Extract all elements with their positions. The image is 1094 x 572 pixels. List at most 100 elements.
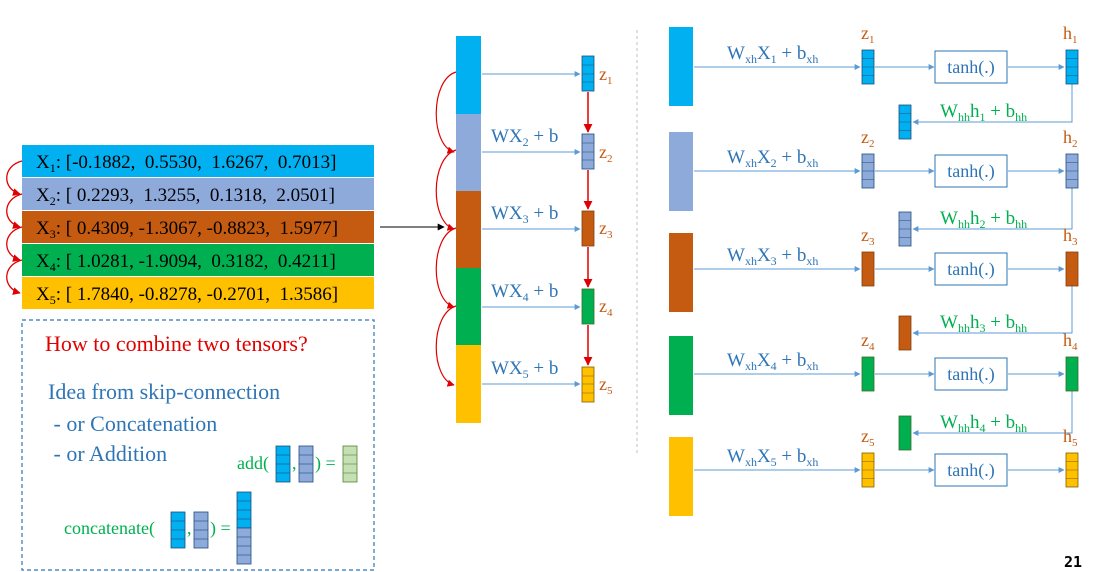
mid-block-4 — [456, 268, 481, 345]
tanh-box-4 — [934, 357, 1008, 391]
left-recurrence-arrows — [6, 160, 23, 295]
idea-text: Idea from skip-connection — [48, 379, 280, 404]
rnn-input-bar-1 — [669, 27, 693, 106]
rnn-recurrent-formula-1: Whhh1 + bhh — [940, 101, 1027, 124]
rnn-z-cell-1 — [861, 49, 875, 85]
combine-box-border — [21, 319, 375, 571]
mid-block-2 — [456, 114, 481, 191]
rnn-z-label-3: z3 — [861, 225, 875, 248]
rnn-recurrent-formula-4: Whhh4 + bhh — [940, 412, 1027, 435]
rnn-recurrent-cell-1 — [898, 104, 912, 140]
tanh-box-5 — [934, 453, 1008, 487]
mid-z1-cell — [581, 55, 595, 92]
wx5-label: WX5 + b — [491, 358, 558, 381]
rnn-z-cell-2 — [861, 153, 875, 189]
rnn-step-5: WxhX5 + bxh z5 tanh(.) h5 — [669, 426, 1078, 516]
mid-z4-cell — [581, 288, 595, 325]
row-x5 — [22, 277, 374, 309]
add-end: ) = — [315, 453, 336, 474]
middle-column: WX2 + b WX3 + b WX4 + b WX5 + b z1 z2 z3… — [435, 36, 613, 423]
rnn-recurrent-arrow-1 — [912, 84, 1073, 125]
mid-z5-label: z5 — [599, 374, 613, 397]
concat-operand-1 — [170, 511, 186, 549]
row-x5-text: X5: [ 1.7840, -0.8278, -0.2701, 1.3586] — [36, 284, 338, 307]
question-text: How to combine two tensors? — [45, 331, 308, 356]
add-operand-2 — [298, 445, 314, 483]
rnn-input-bar-2 — [669, 132, 693, 211]
rnn-h-cell-3 — [1065, 251, 1079, 287]
rnn-z-label-4: z4 — [861, 330, 875, 353]
row-x3 — [22, 211, 374, 243]
mid-z3-label: z3 — [599, 218, 613, 241]
mid-block-1 — [456, 36, 481, 114]
rnn-z-label-5: z5 — [861, 426, 875, 449]
input-rows: X1: [-0.1882, 0.5530, 1.6267, 0.7013] X2… — [6, 145, 445, 309]
rnn-h-cell-5 — [1065, 452, 1079, 488]
mid-z1-label: z1 — [599, 64, 613, 87]
rnn-recurrent-arrow-4 — [912, 391, 1073, 436]
rnn-input-bar-4 — [669, 336, 693, 415]
tanh-label-4: tanh(.) — [947, 364, 994, 385]
mid-block-3 — [456, 191, 481, 268]
wx4-label: WX4 + b — [491, 281, 558, 304]
row-x1-text: X1: [-0.1882, 0.5530, 1.6267, 0.7013] — [36, 152, 337, 175]
row-x3-text: X3: [ 0.4309, -1.3067, -0.8823, 1.5977] — [36, 218, 338, 241]
rnn-z-cell-3 — [861, 251, 875, 287]
concat-operand-2 — [193, 511, 209, 549]
concat-result — [236, 491, 252, 565]
rnn-input-formula-2: WxhX2 + bxh — [727, 147, 818, 170]
rnn-input-bar-5 — [669, 437, 693, 516]
rnn-h-label-1: h1 — [1063, 23, 1078, 46]
tanh-label-3: tanh(.) — [947, 259, 994, 280]
rnn-recurrent-arrow-2 — [912, 188, 1073, 232]
rnn-h-cell-1 — [1065, 49, 1079, 85]
rnn-h-label-2: h2 — [1063, 127, 1078, 150]
rnn-recurrent-cell-3 — [898, 315, 912, 351]
mid-z5-cell — [581, 366, 595, 403]
wx2-label: WX2 + b — [491, 126, 558, 149]
add-label: add( — [237, 453, 269, 474]
mid-linear-arrows — [482, 71, 581, 387]
row-x4 — [22, 244, 374, 276]
add-result — [342, 445, 358, 483]
rnn-h-cell-2 — [1065, 153, 1079, 189]
concat-label: concatenate( — [64, 518, 155, 539]
combine-box: How to combine two tensors? Idea from sk… — [21, 319, 375, 571]
mid-z2-cell — [581, 133, 595, 170]
rnn-z-cell-4 — [861, 356, 875, 392]
rnn-recurrent-arrow-3 — [912, 286, 1073, 336]
rnn-h-label-5: h5 — [1063, 426, 1078, 449]
row-x2-text: X2: [ 0.2293, 1.3255, 0.1318, 2.0501] — [36, 185, 335, 208]
mid-z4-label: z4 — [599, 296, 613, 319]
rnn-z-label-2: z2 — [861, 127, 875, 150]
rnn-recurrent-formula-3: Whhh3 + bhh — [940, 312, 1027, 335]
rnn-recurrent-cell-4 — [898, 415, 912, 451]
tanh-box-1 — [934, 50, 1008, 84]
tanh-label-2: tanh(.) — [947, 161, 994, 182]
add-comma: , — [292, 453, 297, 473]
rnn-input-bar-3 — [669, 233, 693, 312]
page-number: 21 — [1064, 553, 1082, 571]
rnn-h-label-3: h3 — [1063, 225, 1078, 248]
mid-z-cells — [581, 55, 595, 403]
add-operand-1 — [275, 445, 291, 483]
rnn-recurrent-formula-2: Whhh2 + bhh — [940, 208, 1027, 231]
wx3-label: WX3 + b — [491, 203, 558, 226]
rnn-h-label-4: h4 — [1063, 330, 1078, 353]
rnn-input-formula-5: WxhX5 + bxh — [727, 446, 818, 469]
rnn-input-formula-1: WxhX1 + bxh — [727, 43, 818, 66]
row-x4-text: X4: [ 1.0281, -1.9094, 0.3182, 0.4211] — [36, 251, 336, 274]
option-concat-text: - or Concatenation — [48, 411, 217, 436]
tanh-box-2 — [934, 154, 1008, 188]
rnn-input-formula-3: WxhX3 + bxh — [727, 245, 818, 268]
rnn-z-label-1: z1 — [861, 23, 875, 46]
option-add-text: - or Addition — [48, 441, 167, 466]
tanh-label-5: tanh(.) — [947, 460, 994, 481]
rnn-input-formula-4: WxhX4 + bxh — [727, 350, 818, 373]
